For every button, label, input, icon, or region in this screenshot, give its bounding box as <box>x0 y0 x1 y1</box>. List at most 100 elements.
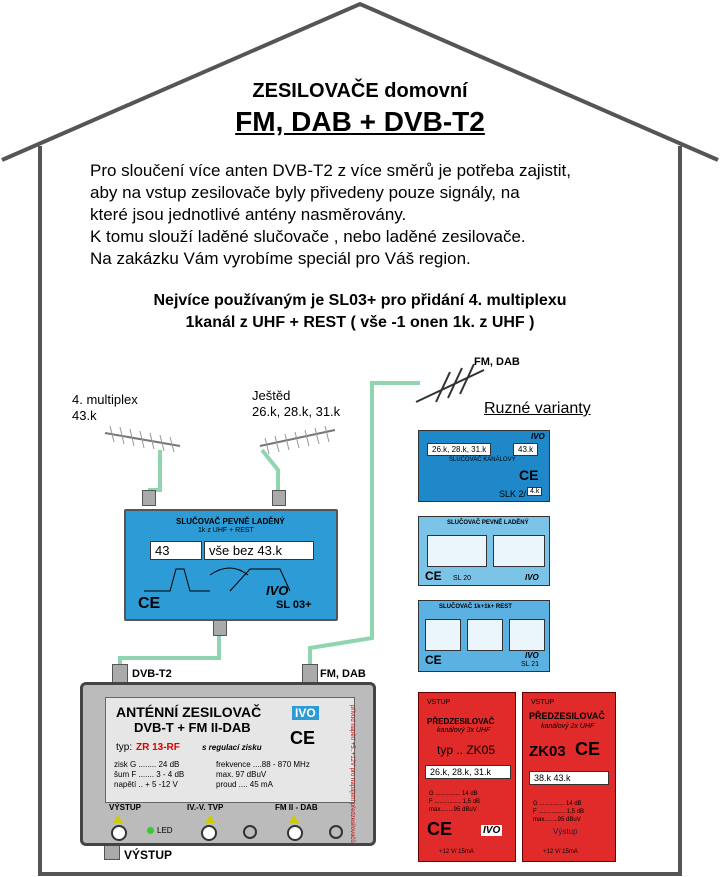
warning-triangle-icon <box>205 815 215 823</box>
intro-line: které jsou jednotlivé antény nasměrovány… <box>90 205 407 224</box>
slk2-channel2: 43.k <box>513 443 539 456</box>
dvbt2-label: DVB-T2 <box>132 668 172 680</box>
antenna-left-label: 4. multiplex <box>72 392 138 407</box>
fm-antenna-icon <box>415 363 485 403</box>
variant-zk03: VSTUP PŘEDZESILOVAČ kanálový 2x UHF ZK03… <box>522 692 616 862</box>
zk05-noise: F ................ 1,5 dB <box>429 799 481 805</box>
gain-knob[interactable] <box>329 825 343 839</box>
fm-antenna-label: FM, DAB <box>474 356 520 368</box>
variant-slk2: 26.k, 28.k, 31.k 43.k SLUČOVAČ KANÁLOVÝ … <box>418 430 550 502</box>
zk05-gain: G ............... 14 dB <box>429 791 478 797</box>
page-title: ZESILOVAČE domovní <box>252 80 468 102</box>
zk05-subtitle: kanálový 3x UHF <box>437 727 491 734</box>
page-subtitle: FM, DAB + DVB-T2 <box>235 106 485 137</box>
zk03-type: ZK03 <box>529 743 566 760</box>
connector <box>302 664 318 684</box>
sl21-name: SL 21 <box>521 661 540 668</box>
spec-line: proud .... 45 mA <box>216 780 273 789</box>
filter-window <box>425 619 461 651</box>
connector <box>112 664 128 684</box>
zk03-output: Výstup <box>553 827 578 836</box>
tv-input-port[interactable] <box>201 825 217 841</box>
amp-title2: DVB-T + FM II-DAB <box>134 720 251 735</box>
intro-line: Pro sloučení více anten DVB-T2 z více sm… <box>90 161 571 180</box>
intro-line: Na zakázku Vám vyrobíme speciál pro Váš … <box>90 249 471 268</box>
ce-mark: CE <box>425 653 442 667</box>
antenna-right-label: Ještěd <box>252 388 291 403</box>
brand-logo: IVO <box>525 651 539 660</box>
highlight-line1: Nejvíce používaným je SL03+ pro přidání … <box>153 292 567 309</box>
slk2-header: SLUČOVAČ KANÁLOVÝ <box>449 457 516 463</box>
variants-title: Ruzné varianty <box>484 400 591 417</box>
sl03-channel: 43 <box>150 541 202 560</box>
zk03-title: PŘEDZESILOVAČ <box>529 711 605 721</box>
port-output-label: VÝSTUP <box>109 803 142 812</box>
zk03-subtitle: kanálový 2x UHF <box>541 723 595 730</box>
ce-mark: CE <box>519 467 539 483</box>
sl21-header: SLUČOVAČ 1k+1k+ REST <box>439 604 512 610</box>
amp-specs-right: frekvence ....88 - 870 MHz max. 97 dBuV … <box>216 760 310 790</box>
zk03-gain: G ............... 14 dB <box>533 801 582 807</box>
brand-logo: IVO <box>481 825 503 836</box>
antenna-right-channels: 26.k, 28.k, 31.k <box>252 404 341 419</box>
led-icon <box>147 827 154 834</box>
led-label: LED <box>157 826 173 835</box>
filter-window <box>509 619 545 651</box>
spec-line: šum F ....... 3 - 4 dB <box>114 770 185 779</box>
variant-zk05: VSTUP PŘEDZESILOVAČ kanálový 3x UHF typ … <box>418 692 516 862</box>
warning-triangle-icon <box>113 815 123 823</box>
connector <box>272 490 286 506</box>
zk05-channels: 26.k, 28.k, 31.k <box>425 765 511 779</box>
intro-text: Pro sloučení více anten DVB-T2 z více sm… <box>90 160 571 270</box>
amplifier-label-panel: ANTÉNNÍ ZESILOVAČ DVB-T + FM II-DAB IVO … <box>105 697 355 803</box>
sl20-name: SL 20 <box>453 575 472 582</box>
zk05-power: +12 V/ 15mA <box>439 849 474 855</box>
ce-mark: CE <box>138 595 161 612</box>
spec-line: napětí .. + 5 -12 V <box>114 780 178 789</box>
filter-curve-icon <box>144 567 291 592</box>
amp-side-text: přívod napětí +5..+12V pro napájení před… <box>349 705 355 843</box>
amp-type-value: ZR 13-RF <box>136 742 180 753</box>
ce-mark: CE <box>575 739 601 759</box>
ce-mark: CE <box>427 819 453 839</box>
spec-line: frekvence ....88 - 870 MHz <box>216 760 310 769</box>
amp-specs-left: zisk G ........ 24 dB šum F ....... 3 - … <box>114 760 184 790</box>
amp-gain-regulation: s regulací zisku <box>202 743 262 752</box>
zk03-noise: F ................ 1,5 dB <box>533 809 585 815</box>
yagi-antenna-icon <box>259 425 336 455</box>
brand-logo: IVO <box>531 432 545 441</box>
sl03-header: SLUČOVAČ PEVNĚ LADĚNÝ <box>176 517 285 526</box>
output-port[interactable] <box>111 825 127 841</box>
sl03-combiner: SLUČOVAČ PEVNĚ LADĚNÝ 1k z UHF + REST 43… <box>124 509 338 621</box>
yagi-antenna-icon <box>104 425 181 453</box>
fmdab-label: FM, DAB <box>320 668 366 680</box>
ce-mark: CE <box>425 569 442 583</box>
slk2-channel1: 26.k, 28.k, 31.k <box>427 443 492 456</box>
sl03-name: SL 03+ <box>276 599 312 611</box>
amp-title1: ANTÉNNÍ ZESILOVAČ <box>116 704 262 720</box>
filter-window <box>493 535 545 567</box>
slk2-suffix: 4.k <box>527 487 543 496</box>
zk05-title: PŘEDZESILOVAČ <box>427 717 495 726</box>
zk03-channels: 38.k 43.k <box>529 771 609 785</box>
highlight-line2: 1kanál z UHF + REST ( vše -1 onen 1k. z … <box>185 314 535 331</box>
connector <box>213 620 227 636</box>
zk05-max: max........95 dBuV <box>429 807 477 813</box>
fm-input-port[interactable] <box>287 825 303 841</box>
intro-line: aby na vstup zesilovače byly přivedeny p… <box>90 183 520 202</box>
sl03-subheader: 1k z UHF + REST <box>198 527 254 534</box>
output-label: VÝSTUP <box>124 848 173 862</box>
spec-line: max. 97 dBuV <box>216 770 267 779</box>
port-tv-label: IV.-V. TVP <box>187 803 224 812</box>
gain-knob[interactable] <box>243 825 257 839</box>
sl03-rest: vše bez 43.k <box>204 541 314 560</box>
brand-logo: IVO <box>525 573 539 582</box>
zk03-top: VSTUP <box>531 699 555 706</box>
zk03-max: max........95 dBuV <box>533 817 581 823</box>
port-fm-label: FM II - DAB <box>275 803 318 812</box>
variant-sl20: SLUČOVAČ PEVNĚ LADĚNÝ CE SL 20 IVO <box>418 516 550 586</box>
filter-window <box>467 619 503 651</box>
variant-sl21: SLUČOVAČ 1k+1k+ REST CE SL 21 IVO <box>418 600 550 672</box>
brand-logo: IVO <box>292 706 319 720</box>
